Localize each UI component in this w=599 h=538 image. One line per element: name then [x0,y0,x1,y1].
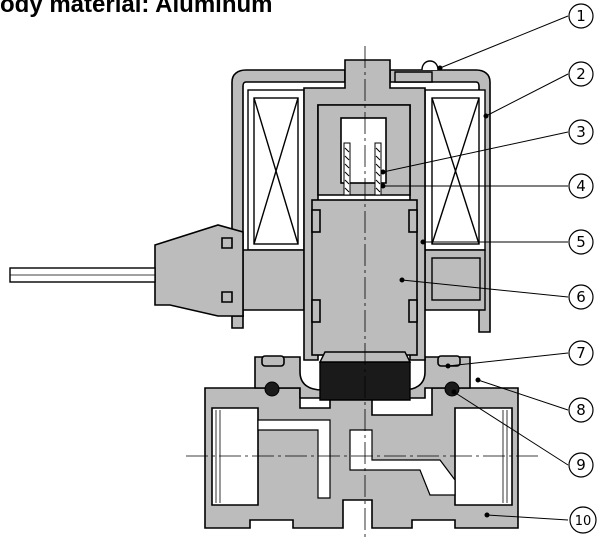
callout-1-number: 1 [576,7,586,25]
coil-bobbin [242,249,486,311]
terminal-box [154,224,244,317]
callout-4: 4 [568,173,594,199]
callout-3-number: 3 [576,123,586,141]
callout-9-number: 9 [576,456,586,474]
coil-left [247,89,305,251]
leader-lines [380,15,569,521]
callout-10: 10 [569,506,597,534]
springs [343,142,382,196]
center-lines [186,46,540,538]
callout-10-number: 10 [575,514,592,529]
retaining-clip [394,60,439,83]
o-rings [264,381,460,397]
callout-8-number: 8 [576,401,586,419]
fixed-core [317,104,411,196]
callout-9: 9 [568,452,594,478]
callout-7: 7 [568,340,594,366]
plunger [311,199,418,356]
callout-5: 5 [568,229,594,255]
callout-6: 6 [568,284,594,310]
cable [9,267,156,283]
callout-3: 3 [568,119,594,145]
callout-1: 1 [568,3,594,29]
callout-6-number: 6 [576,288,586,306]
callout-2: 2 [568,61,594,87]
coil-right [424,89,486,251]
callout-2-number: 2 [576,65,586,83]
callout-4-number: 4 [576,177,586,195]
diagram-title: ody material: Aluminum [0,0,273,18]
valve-body [204,387,519,529]
callout-8: 8 [568,397,594,423]
callout-7-number: 7 [576,344,586,362]
callout-5-number: 5 [576,233,586,251]
